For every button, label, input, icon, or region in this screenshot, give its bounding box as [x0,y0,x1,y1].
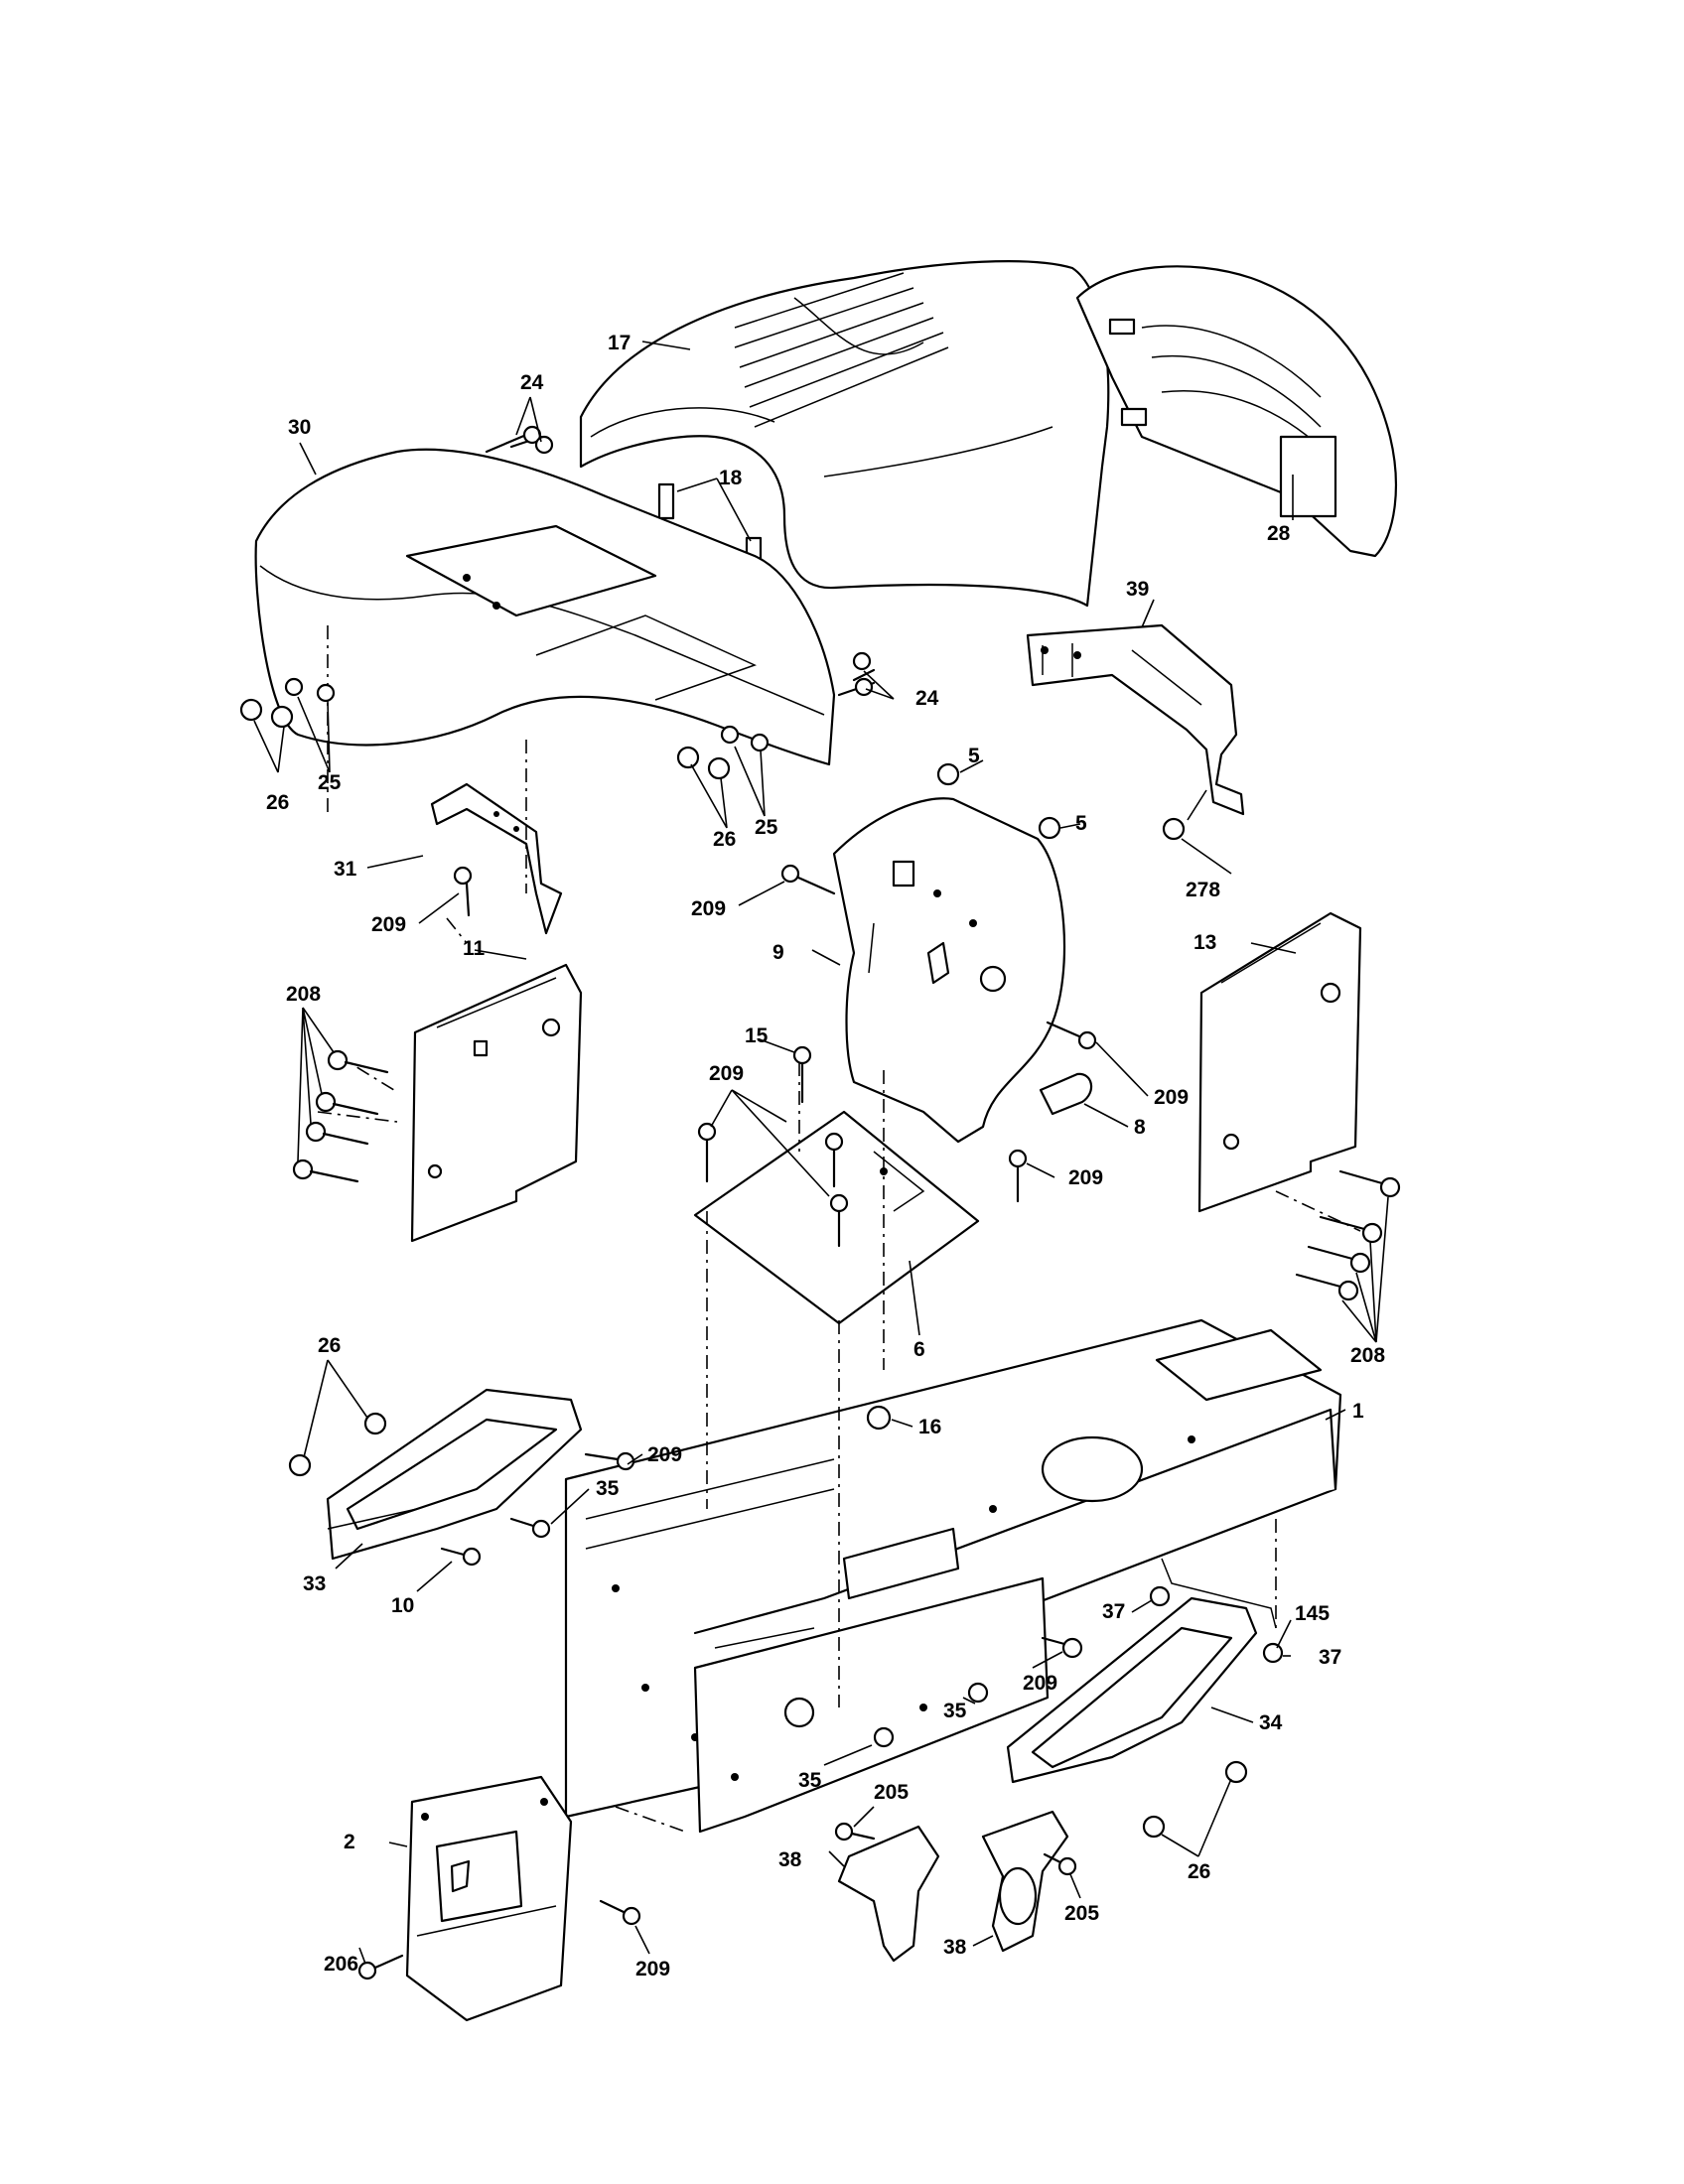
callout-205-right: 205 [1064,1902,1099,1925]
grille-vent [1279,435,1337,518]
callout-28: 28 [1267,522,1291,545]
callout-labels: 17 24 30 18 28 39 24 25 26 25 26 5 5 278… [266,332,1385,1980]
callout-25-right: 25 [755,816,778,839]
callout-209-plate-right: 209 [1068,1166,1103,1189]
frame-lower-plate [693,1576,1050,1834]
callout-24-right: 24 [915,687,939,710]
callout-35-lower: 35 [798,1769,822,1792]
left-side-panel [410,963,583,1243]
leader-lines [253,341,1389,1965]
callout-209-frame: 209 [1023,1672,1057,1695]
grille-part [1075,265,1397,558]
callout-38-left: 38 [778,1848,802,1871]
dash-support-panel [832,797,1066,1144]
callout-33: 33 [303,1572,326,1595]
callout-35-footrest: 35 [596,1477,620,1500]
callout-13: 13 [1193,931,1216,954]
clip-8 [1039,1072,1093,1116]
callout-5-right: 5 [1075,812,1087,835]
callout-205-left: 205 [874,1781,909,1804]
callout-2: 2 [344,1831,355,1853]
callout-11: 11 [463,937,486,960]
callout-37-left: 37 [1102,1600,1125,1623]
callout-34: 34 [1259,1711,1283,1734]
callout-9: 9 [772,941,784,964]
main-frame [564,1318,1342,1819]
hood-bracket-part [1026,623,1245,816]
callout-25-left: 25 [318,771,342,794]
callout-38-right: 38 [943,1936,967,1959]
callout-145: 145 [1295,1602,1330,1625]
hood-part [579,260,1110,608]
fasteners [239,425,1401,1980]
hood-tab-upper [657,482,675,520]
dash-panel-part [254,448,836,766]
right-footrest [1006,1596,1258,1784]
dash-cutout [405,524,657,617]
callout-30: 30 [288,416,311,439]
callout-24-top: 24 [520,371,544,394]
callout-5-top: 5 [968,745,980,767]
callout-6: 6 [913,1338,925,1361]
callout-26-left: 26 [266,791,289,814]
callout-206: 206 [324,1953,358,1976]
bracket-38-left [837,1825,940,1963]
linkage-rod-145 [1161,1558,1277,1629]
callout-8: 8 [1134,1116,1146,1139]
callout-16: 16 [918,1416,941,1438]
callout-26-right-footrest: 26 [1188,1860,1210,1883]
callout-209-panel-right: 209 [1154,1086,1189,1109]
callout-26-right: 26 [713,828,736,851]
right-side-panel [1197,911,1362,1213]
callout-10: 10 [391,1594,414,1617]
callout-208-right: 208 [1350,1344,1385,1367]
callout-37-right: 37 [1319,1646,1341,1669]
callout-17: 17 [608,332,631,354]
callout-15: 15 [745,1024,769,1047]
callout-18: 18 [719,467,743,489]
left-footrest [326,1388,583,1561]
callout-209-plate: 209 [709,1062,744,1085]
callout-31: 31 [334,858,357,881]
callout-26-footrest: 26 [318,1334,341,1357]
callout-208-left: 208 [286,983,321,1006]
rear-hitch-plate [405,1775,573,2022]
callout-1: 1 [1352,1400,1364,1423]
callout-209-panel-left: 209 [691,897,726,920]
callout-209-footrest: 209 [647,1443,682,1466]
callout-209-bracket: 209 [371,913,406,936]
callout-35-frame: 35 [943,1700,967,1722]
bracket-38-right [981,1810,1069,1953]
callout-39: 39 [1126,578,1149,601]
bracket-31 [430,782,563,935]
callout-209-hitch: 209 [635,1958,670,1980]
callout-278: 278 [1186,879,1220,901]
